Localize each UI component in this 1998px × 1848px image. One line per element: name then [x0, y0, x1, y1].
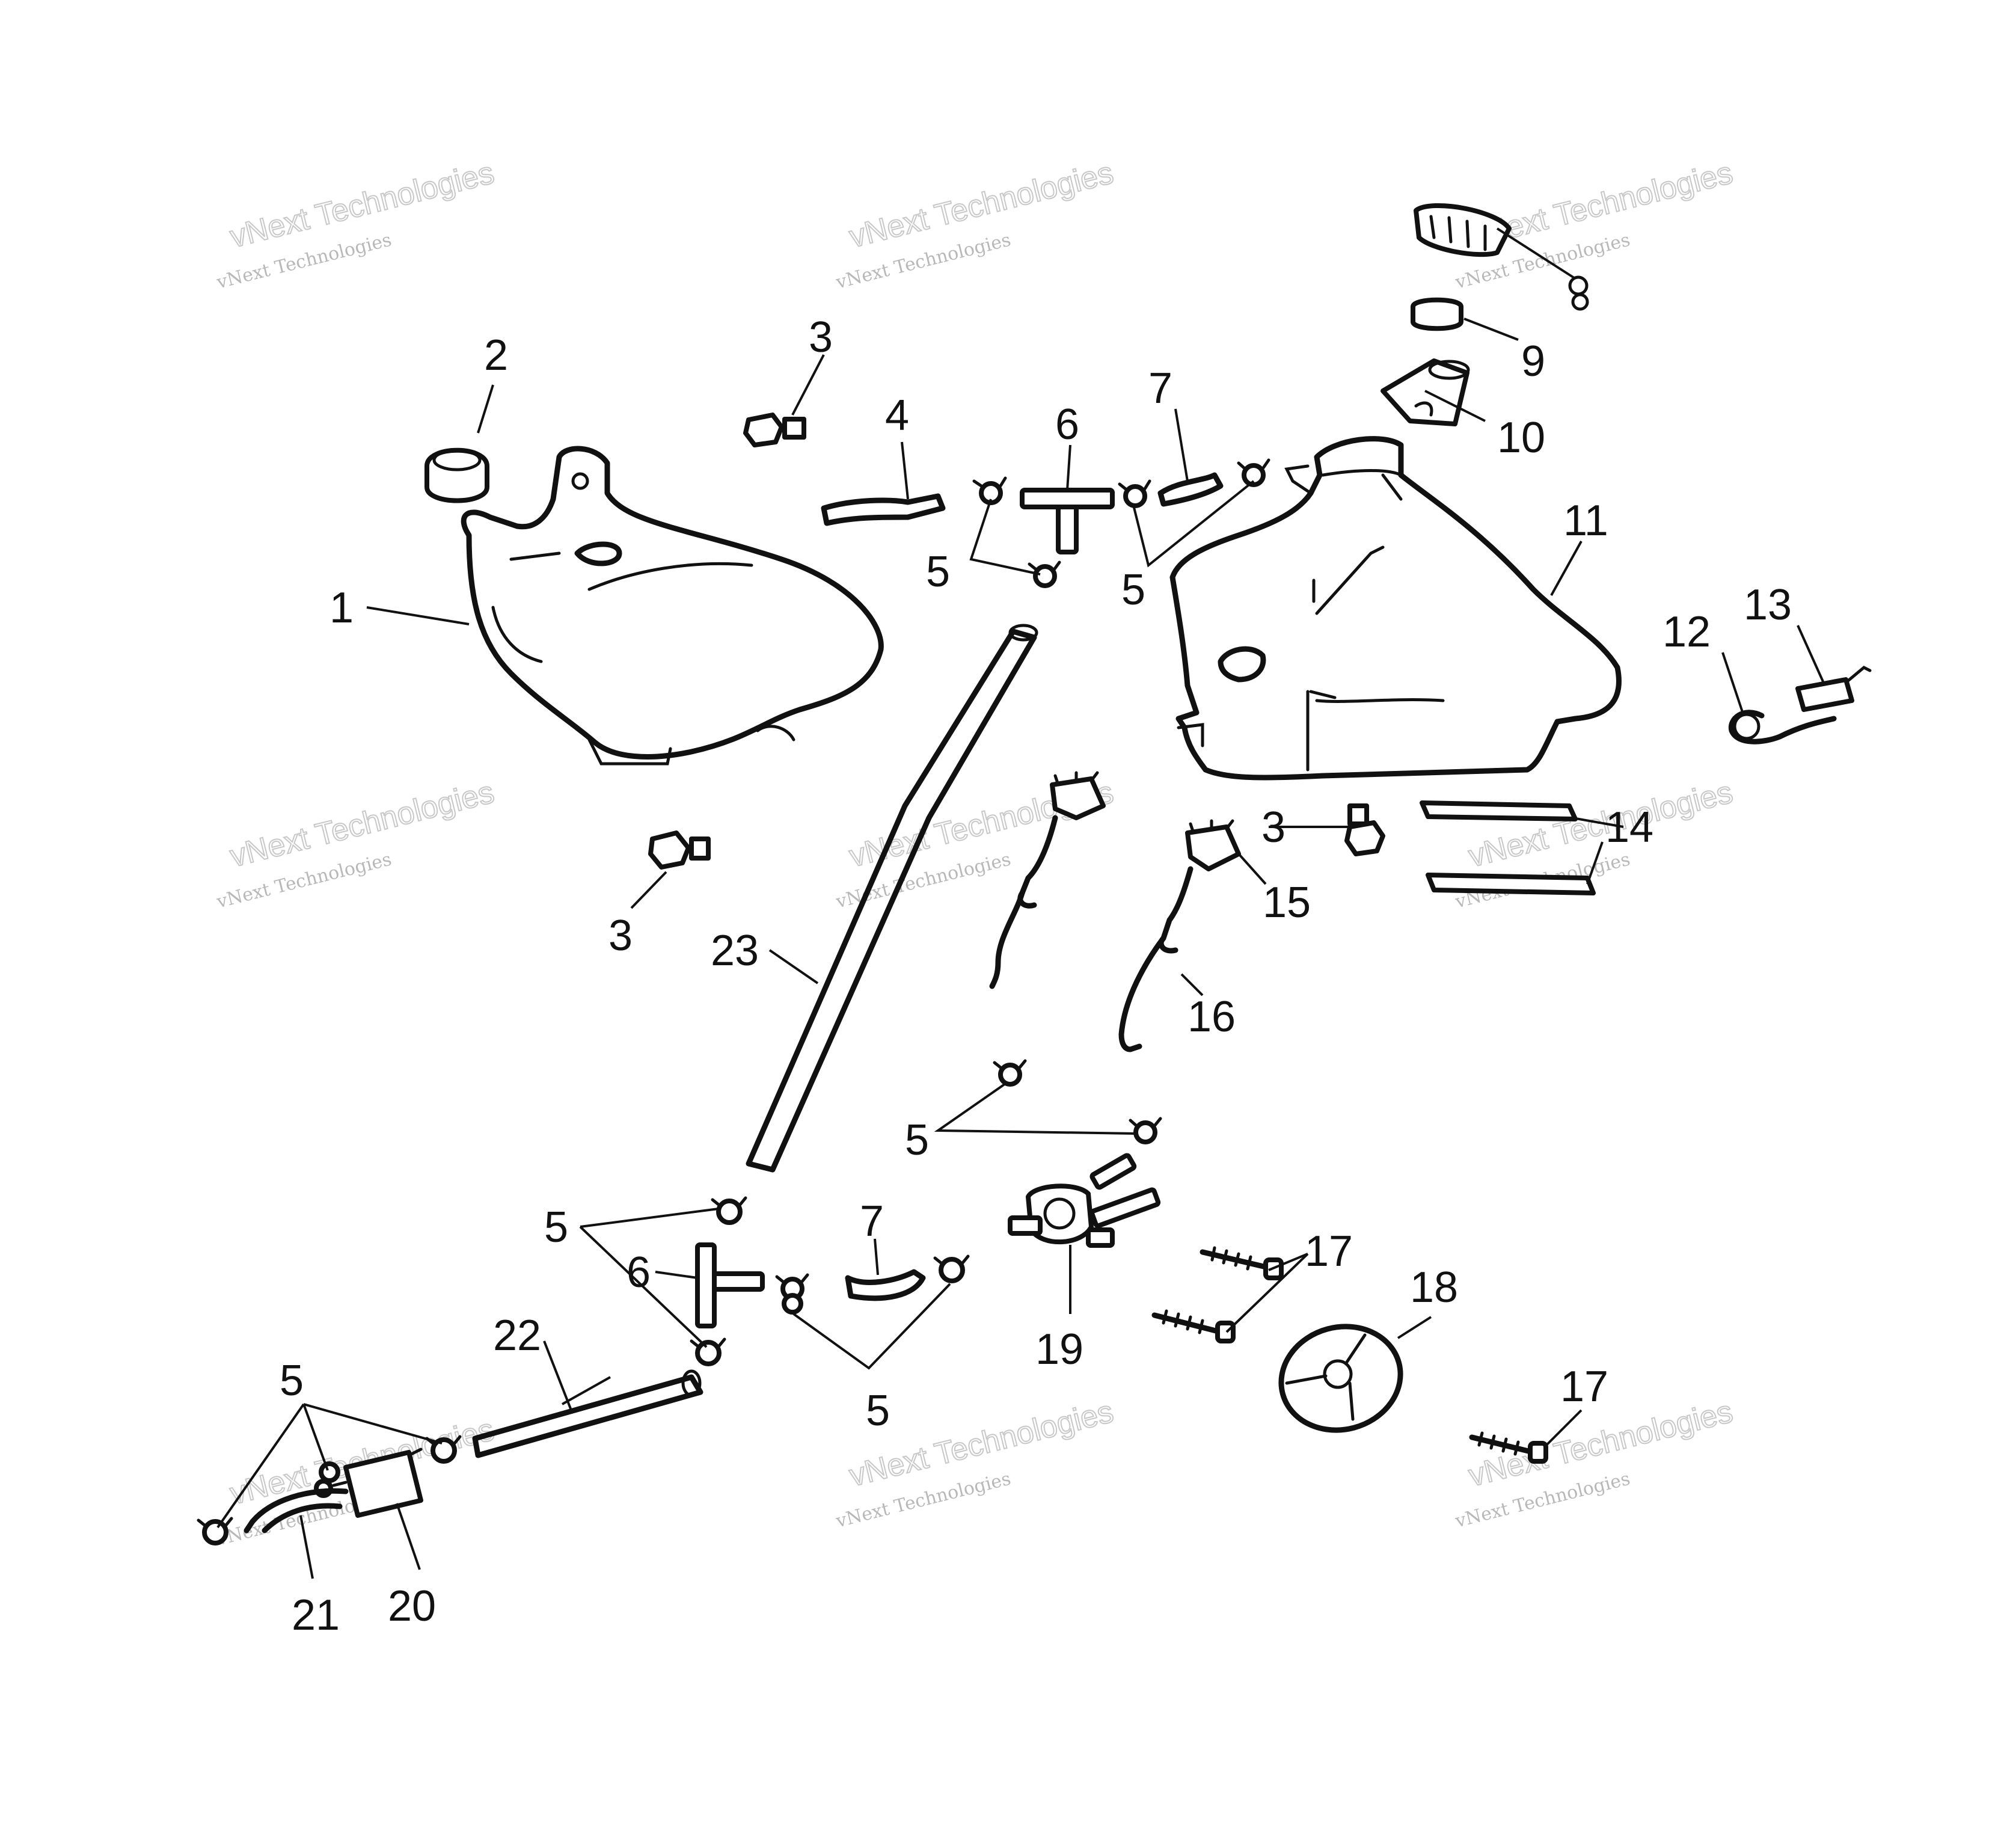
callout-3-upper: 3: [809, 313, 833, 361]
part-17-screw-2: [1151, 1309, 1236, 1343]
part-7-hose-lower: [845, 1269, 926, 1301]
clamp: [711, 1196, 747, 1225]
clamp: [1129, 1117, 1162, 1144]
callout-5-upper-right: 5: [1121, 566, 1145, 614]
clamp: [782, 1293, 803, 1315]
part-15-fuel-pickup-right: [1158, 819, 1241, 954]
fuel-cap: [1414, 203, 1589, 311]
callout-2: 2: [484, 331, 508, 379]
part-22-short-pipe: [472, 1369, 703, 1458]
part-1-tank-cover: [461, 446, 884, 766]
part-3-bolt-right: [1344, 803, 1385, 856]
callout-10: 10: [1497, 414, 1545, 462]
callout-7-upper: 7: [1148, 364, 1172, 413]
part-15-fuel-pickup-left: [989, 771, 1106, 989]
clamp: [933, 1254, 970, 1283]
clamp: [197, 1517, 233, 1546]
part-21-hose: [244, 1488, 349, 1533]
callout-12: 12: [1662, 608, 1711, 656]
callout-3-right: 3: [1261, 803, 1286, 852]
callout-23: 23: [711, 927, 759, 975]
callout-18: 18: [1410, 1263, 1458, 1312]
part-16-pickup-hose: [1118, 935, 1166, 1052]
callout-16: 16: [1187, 993, 1236, 1041]
callout-9: 9: [1521, 337, 1545, 385]
callout-labels: 1 2 3 3 3 4 5 5 5 5 5 5 6 6 7 7 9 10 11 …: [280, 313, 1792, 1639]
callout-5-lower-left: 5: [544, 1203, 568, 1251]
clamp: [1118, 479, 1151, 508]
callout-5-bottom-left: 5: [280, 1357, 304, 1405]
callout-5-lower-middle: 5: [866, 1387, 890, 1435]
callout-20: 20: [388, 1582, 436, 1630]
clamp: [690, 1337, 726, 1366]
part-3-bolt-left: [648, 830, 711, 870]
callout-7-lower: 7: [860, 1197, 884, 1245]
part-4-hose: [821, 493, 946, 526]
watermark: vNext Technologies vNext Technologies: [214, 155, 498, 293]
callout-13: 13: [1744, 581, 1792, 629]
part-6-t-fitting-upper: [1020, 488, 1115, 554]
callout-19: 19: [1035, 1325, 1083, 1374]
callout-3-left: 3: [608, 912, 633, 960]
part-18-cover-plate: [1278, 1324, 1403, 1433]
callout-6-upper: 6: [1055, 401, 1079, 449]
part-10-filler-neck: [1381, 358, 1470, 426]
clamp: [1237, 458, 1270, 487]
part-12-spring-clip: [1728, 710, 1837, 744]
clamp: [1028, 560, 1061, 588]
part-17-screw-3: [1469, 1431, 1548, 1464]
part-5-clamps: [197, 458, 1270, 1546]
part-23-long-pipe: [746, 624, 1038, 1173]
part-11-fuel-tank: [1169, 436, 1622, 781]
part-9-seal-ring: [1411, 297, 1463, 331]
watermark: vNext Technologies vNext Technologies: [214, 774, 498, 912]
clamp: [993, 1059, 1027, 1087]
part-14-pads: [1420, 800, 1596, 895]
callout-6-lower: 6: [627, 1248, 651, 1297]
watermark: vNext Technologies vNext Technologies: [1453, 1393, 1736, 1532]
leader-lines: [216, 227, 1826, 1579]
part-17-screw-1: [1200, 1246, 1284, 1280]
part-19-fuel-valve: [1008, 1153, 1161, 1248]
watermark: vNext Technologies vNext Technologies: [833, 155, 1117, 293]
watermarks: vNext Technologies vNext Technologies vN…: [214, 155, 1736, 1550]
callout-5-upper-left: 5: [926, 548, 950, 596]
callout-17-upper: 17: [1305, 1227, 1353, 1275]
part-2-grommet: [424, 447, 489, 503]
callout-4: 4: [885, 391, 909, 440]
callout-11: 11: [1563, 497, 1608, 545]
callout-15: 15: [1263, 879, 1311, 927]
callout-1: 1: [329, 584, 354, 632]
callout-21: 21: [292, 1591, 340, 1639]
callout-14: 14: [1605, 803, 1653, 852]
callout-5-middle: 5: [905, 1116, 929, 1164]
part-7-hose-upper: [1157, 472, 1224, 507]
callout-22: 22: [493, 1312, 541, 1360]
part-13-strap: [1795, 666, 1872, 712]
callout-17-lower: 17: [1560, 1363, 1608, 1411]
part-6-t-fitting-lower: [695, 1242, 765, 1328]
part-3-bolt-upper: [743, 413, 806, 447]
